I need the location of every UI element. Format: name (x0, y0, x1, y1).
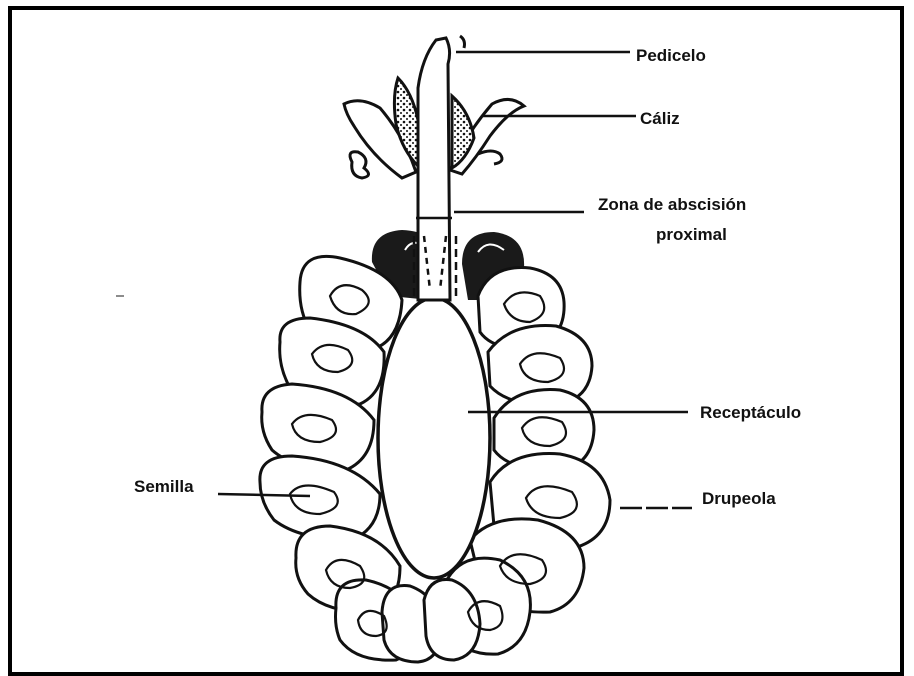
receptacle (378, 298, 490, 578)
label-receptaculo: Receptáculo (700, 403, 801, 422)
label-zona-abscision-line2: proximal (656, 225, 727, 244)
label-zona-abscision-line1: Zona de abscisión (598, 195, 746, 214)
label-pedicelo: Pedicelo (636, 46, 706, 65)
label-semilla: Semilla (134, 477, 194, 496)
label-drupeola: Drupeola (702, 489, 776, 508)
label-caliz: Cáliz (640, 109, 680, 128)
